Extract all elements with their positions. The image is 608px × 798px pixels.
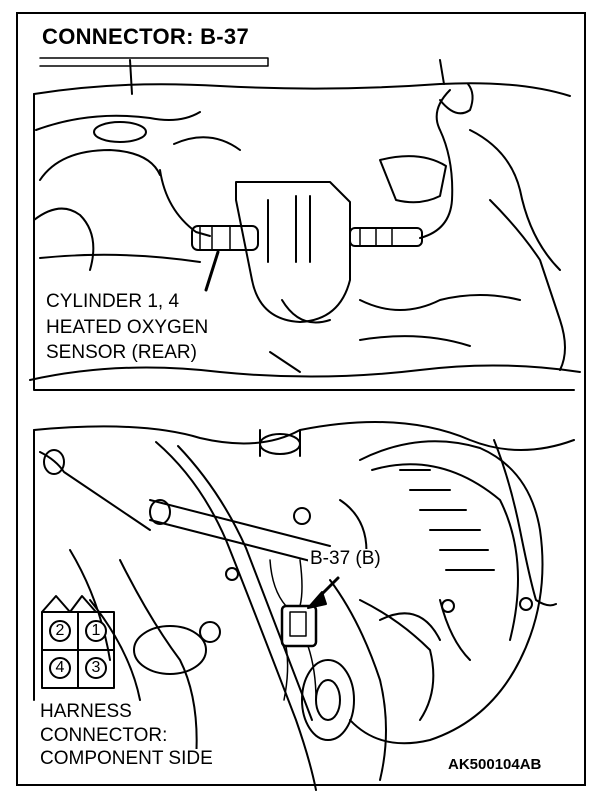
harness-label-line-2: CONNECTOR: — [38, 725, 170, 746]
harness-label-line-3: COMPONENT SIDE — [38, 748, 215, 769]
pin-1: 1 — [85, 620, 107, 642]
sensor-label-line-2: HEATED OXYGEN — [44, 317, 211, 338]
harness-label-line-1: HARNESS — [38, 701, 134, 722]
reference-code: AK500104AB — [446, 756, 544, 773]
sensor-label-line-3: SENSOR (REAR) — [44, 342, 199, 363]
diagram-title: CONNECTOR: B-37 — [42, 24, 250, 49]
diagram-frame — [16, 12, 586, 786]
pin-2: 2 — [49, 620, 71, 642]
connector-callout: B-37 (B) — [308, 548, 383, 569]
pin-4: 4 — [49, 657, 71, 679]
exhaust-underbody-drawing — [29, 59, 581, 391]
engine-bay-drawing — [33, 421, 575, 791]
sensor-label-line-1: CYLINDER 1, 4 — [44, 291, 182, 312]
pin-3: 3 — [85, 657, 107, 679]
